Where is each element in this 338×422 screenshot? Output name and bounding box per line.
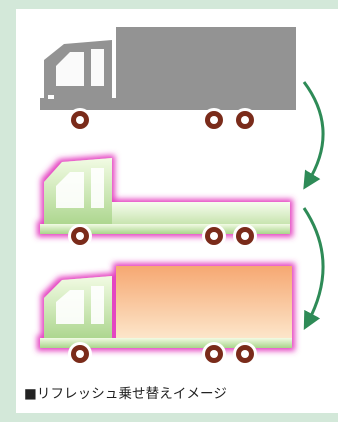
gray-truck-icon	[40, 27, 296, 132]
wheel-icon	[233, 224, 257, 248]
wheel-icon	[68, 108, 92, 132]
wheel-icon	[202, 108, 226, 132]
diagram-caption: ■リフレッシュ乗せ替えイメージ	[24, 382, 227, 402]
wheel-icon	[233, 108, 257, 132]
wheel-icon	[68, 224, 92, 248]
wheel-icon	[202, 224, 226, 248]
wheel-icon	[202, 342, 226, 366]
curved-arrow-icon	[304, 208, 323, 322]
curved-arrow-icon	[304, 82, 323, 182]
wheel-icon	[233, 342, 257, 366]
wheel-icon	[68, 342, 92, 366]
